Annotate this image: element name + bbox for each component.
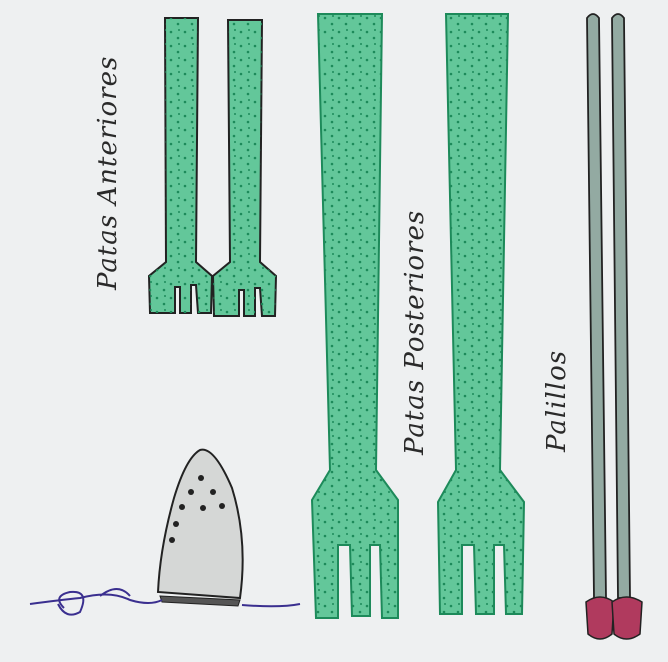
sticks-label: Palillos [542,350,572,452]
hind-legs-label: Patas Posteriores [400,210,430,455]
front-leg-left [149,18,212,313]
knitting-needle-icon [586,14,642,639]
hind-leg-right [438,14,524,614]
front-leg-right [213,20,276,316]
front-legs-label: Patas Anteriores [93,56,123,290]
iron-icon [158,450,243,606]
hind-leg-left [312,14,398,618]
